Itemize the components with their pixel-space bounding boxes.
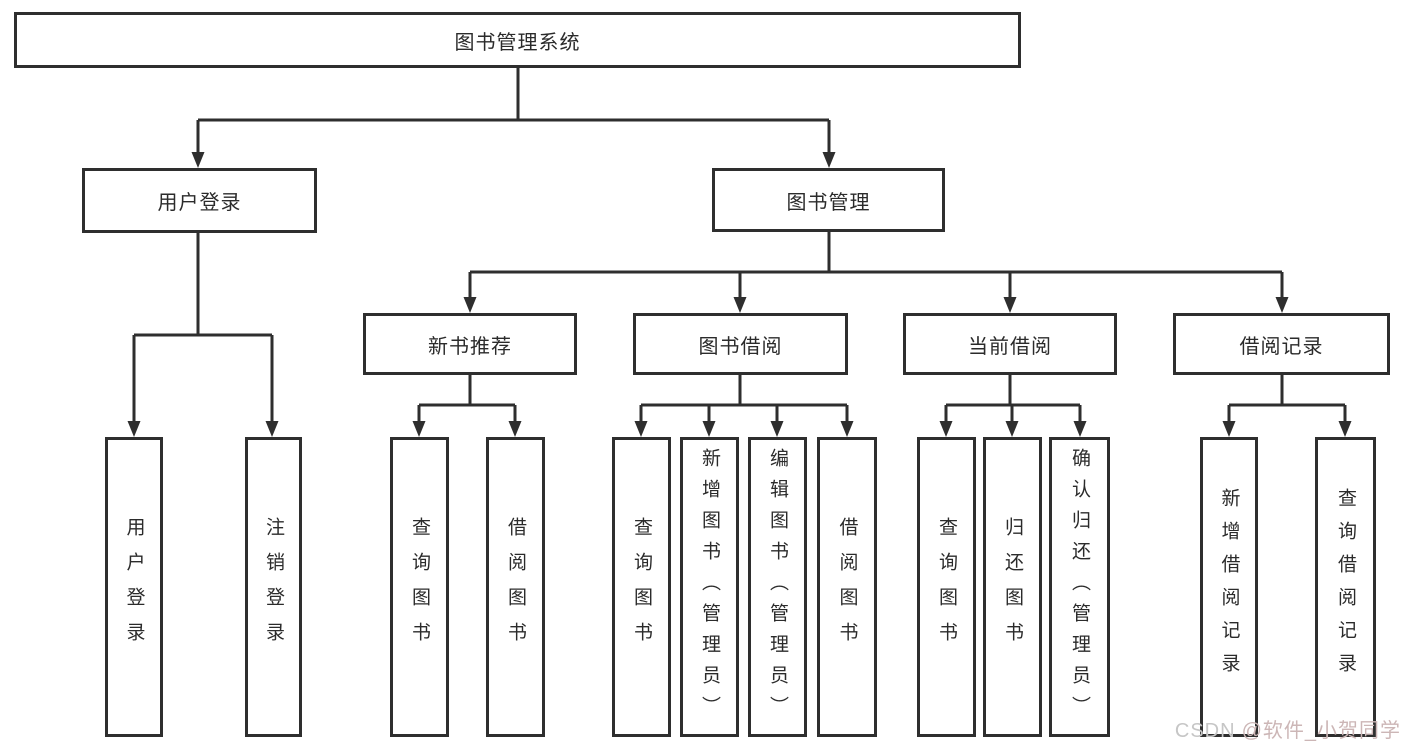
watermark-brand: CSDN (1174, 720, 1236, 742)
node-label: 用户登录 (123, 517, 145, 657)
leaf-borrow-books-recommend: 借阅图书 (486, 437, 545, 737)
watermark-handle: @软件_小贺同学 (1241, 720, 1401, 742)
node-label: 确认归还（管理员） (1069, 447, 1090, 727)
node-label: 新书推荐 (428, 335, 512, 358)
connector-book-management-branch (463, 232, 1289, 313)
leaf-query-books-recommend: 查询图书 (390, 437, 449, 737)
leaf-query-books-current: 查询图书 (917, 437, 976, 737)
node-label: 查询图书 (936, 517, 957, 657)
connector-borrow-records-branch (1222, 375, 1352, 437)
leaf-user-login: 用户登录 (105, 437, 163, 737)
node-label: 借阅记录 (1239, 335, 1324, 358)
node-label: 编辑图书（管理员） (767, 447, 788, 727)
leaf-add-borrow-record: 新增借阅记录 (1200, 437, 1258, 737)
node-root: 图书管理系统 (14, 12, 1021, 68)
node-book-borrow: 图书借阅 (633, 313, 848, 375)
node-new-book-recommend: 新书推荐 (363, 313, 577, 375)
leaf-return-books: 归还图书 (983, 437, 1042, 737)
node-label: 当前借阅 (968, 335, 1052, 358)
node-label: 图书管理系统 (454, 31, 581, 54)
connector-new-book-recommend-branch (412, 375, 522, 437)
connector-book-borrow-branch (634, 375, 854, 437)
node-label: 查询图书 (409, 517, 430, 657)
leaf-query-borrow-record: 查询借阅记录 (1315, 437, 1376, 737)
node-current-borrow: 当前借阅 (903, 313, 1117, 375)
node-label: 图书管理 (786, 191, 871, 214)
node-user-login: 用户登录 (82, 168, 317, 233)
node-label: 新增借阅记录 (1218, 488, 1240, 686)
node-label: 新增图书（管理员） (699, 447, 720, 727)
node-book-management: 图书管理 (712, 168, 945, 232)
leaf-borrow-books: 借阅图书 (817, 437, 877, 737)
leaf-confirm-return-admin: 确认归还（管理员） (1049, 437, 1110, 737)
connector-current-borrow-branch (939, 375, 1087, 437)
connector-user-login-branch (127, 233, 279, 437)
connector-root-to-level1 (191, 68, 836, 168)
node-label: 归还图书 (1002, 517, 1023, 657)
leaf-query-books-borrow: 查询图书 (612, 437, 671, 737)
node-label: 注销登录 (263, 517, 284, 657)
leaf-add-books-admin: 新增图书（管理员） (680, 437, 739, 737)
leaf-logout: 注销登录 (245, 437, 302, 737)
leaf-edit-books-admin: 编辑图书（管理员） (748, 437, 807, 737)
node-label: 借阅图书 (505, 517, 526, 657)
node-label: 借阅图书 (836, 517, 858, 657)
node-label: 图书借阅 (698, 335, 783, 358)
node-borrow-records: 借阅记录 (1173, 313, 1390, 375)
node-label: 用户登录 (157, 192, 242, 214)
node-label: 查询图书 (631, 517, 652, 657)
watermark: CSDN@软件_小贺同学 (1175, 714, 1401, 743)
node-label: 查询借阅记录 (1335, 488, 1356, 686)
